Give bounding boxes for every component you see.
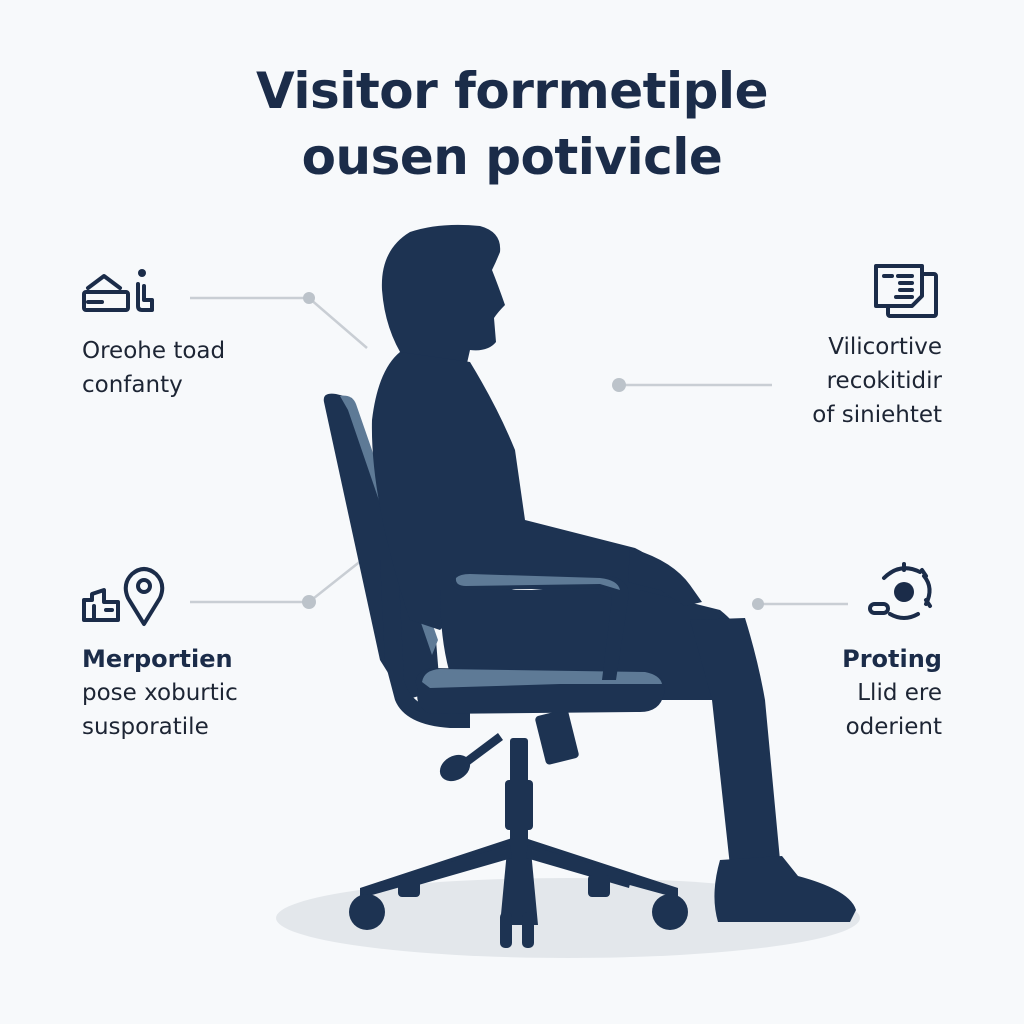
callout-bottom-left-text: Merportien pose xoburtic susporatile (82, 642, 238, 744)
rotation-adjust-icon (868, 562, 932, 620)
connector-dots (302, 292, 764, 610)
callout-bottom-right-text: Proting Llid ere oderient (842, 642, 942, 744)
page-title: Visitor forrmetiple ousen potivicle (0, 58, 1024, 190)
callout-top-left-text: Oreohe toad confanty (82, 334, 225, 402)
title-line-2: ousen potivicle (301, 128, 723, 186)
documents-icon (874, 264, 938, 318)
building-location-pin-icon (82, 567, 165, 626)
title-line-1: Visitor forrmetiple (256, 62, 768, 120)
floor-shadow (276, 878, 860, 958)
chair-armrest (451, 572, 629, 680)
callout-line: susporatile (82, 714, 209, 740)
callout-heading: Proting (842, 645, 942, 673)
callout-line: Llid ere (857, 680, 942, 706)
callout-line: Vilicortive (828, 334, 942, 360)
chair-seat (415, 668, 665, 714)
house-person-icon (82, 269, 154, 312)
callout-heading: Merportien (82, 645, 233, 673)
callout-line: recokitidir (826, 368, 942, 394)
callout-top-right-text: Vilicortive recokitidir of siniehtet (812, 330, 942, 432)
callout-line: oderient (845, 714, 942, 740)
callout-line: of siniehtet (812, 402, 942, 428)
callout-line: pose xoburtic (82, 680, 238, 706)
chair-base (349, 709, 688, 948)
callout-line: confanty (82, 372, 183, 398)
person-silhouette (371, 224, 856, 922)
callout-line: Oreohe toad (82, 338, 226, 364)
